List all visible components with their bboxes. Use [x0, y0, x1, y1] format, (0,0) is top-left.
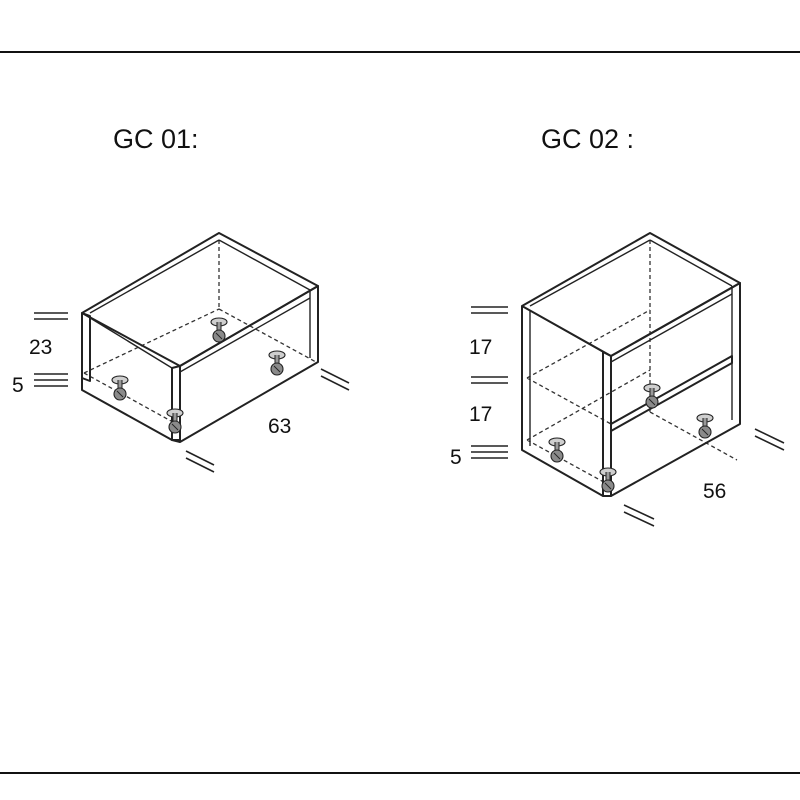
adjustable-leg [111, 375, 129, 401]
diagram-gc01: GC 01: [12, 124, 350, 473]
width-dim-label: 63 [268, 415, 291, 438]
adjustable-leg [210, 317, 228, 343]
leg-height-dim-label: 5 [12, 374, 24, 397]
height-dim-label: 23 [29, 336, 52, 359]
adjustable-leg [268, 350, 286, 376]
lower-height-dim-label: 17 [469, 403, 492, 426]
upper-height-dim-label: 17 [469, 336, 492, 359]
diagram-title: GC 02 : [541, 124, 634, 154]
width-dim-label: 56 [703, 480, 726, 503]
adjustable-leg [696, 413, 714, 439]
leg-height-dim-label: 5 [450, 446, 462, 469]
diagram-gc02: GC 02 : [450, 124, 785, 527]
adjustable-leg [643, 383, 661, 409]
dimension-marks [471, 306, 785, 527]
cabinet-drawing [81, 232, 319, 443]
adjustable-leg [548, 437, 566, 463]
cabinet-drawing [521, 232, 741, 497]
dimension-marks [34, 312, 350, 473]
diagram-title: GC 01: [113, 124, 199, 154]
